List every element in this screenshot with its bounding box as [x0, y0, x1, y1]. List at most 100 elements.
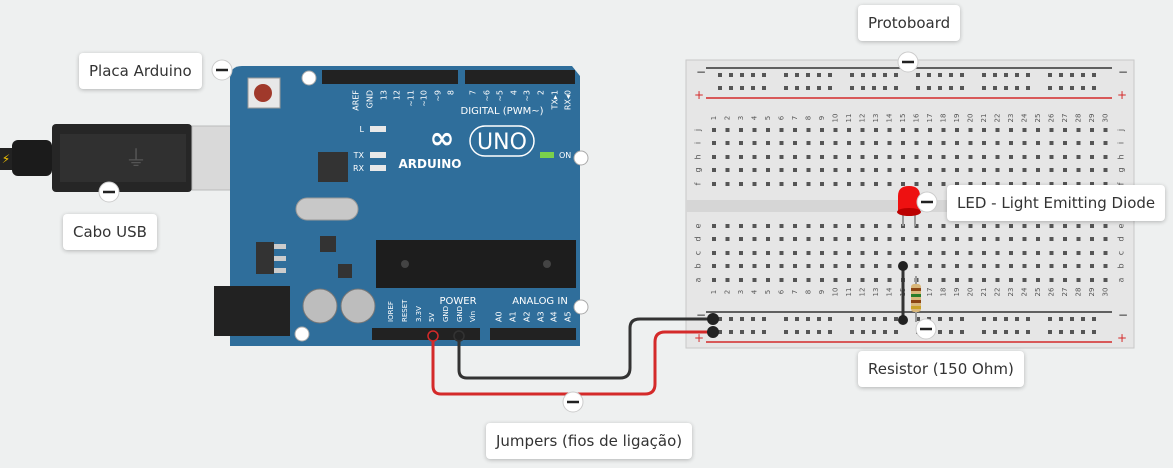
breadboard-hole[interactable]: [901, 168, 905, 172]
rail-hole[interactable]: [751, 73, 755, 77]
breadboard-hole[interactable]: [901, 128, 905, 132]
breadboard-hole[interactable]: [725, 128, 730, 132]
rail-hole[interactable]: [982, 73, 986, 77]
breadboard-hole[interactable]: [982, 251, 986, 255]
breadboard-hole[interactable]: [995, 224, 1000, 228]
breadboard-hole[interactable]: [725, 224, 730, 228]
breadboard-hole[interactable]: [914, 168, 919, 172]
breadboard-hole[interactable]: [1076, 224, 1081, 228]
breadboard-hole[interactable]: [1103, 224, 1108, 228]
breadboard-hole[interactable]: [793, 155, 797, 159]
breadboard-hole[interactable]: [793, 141, 797, 145]
breadboard-hole[interactable]: [955, 237, 959, 241]
breadboard-hole[interactable]: [1036, 141, 1040, 145]
rail-hole[interactable]: [982, 317, 986, 321]
breadboard-hole[interactable]: [1009, 278, 1013, 282]
breadboard-hole[interactable]: [928, 182, 932, 186]
breadboard-hole[interactable]: [860, 155, 865, 159]
breadboard-hole[interactable]: [968, 264, 973, 268]
breadboard-hole[interactable]: [1103, 168, 1108, 172]
breadboard-hole[interactable]: [712, 141, 716, 145]
breadboard-hole[interactable]: [752, 251, 757, 255]
breadboard-hole[interactable]: [955, 182, 959, 186]
rail-hole[interactable]: [1004, 86, 1008, 90]
breadboard-hole[interactable]: [847, 224, 851, 228]
rail-hole[interactable]: [762, 73, 766, 77]
rail-hole[interactable]: [1048, 73, 1052, 77]
breadboard-hole[interactable]: [1049, 168, 1054, 172]
breadboard-hole[interactable]: [928, 224, 932, 228]
breadboard-hole[interactable]: [1063, 141, 1067, 145]
rail-hole[interactable]: [740, 86, 744, 90]
breadboard-hole[interactable]: [712, 237, 716, 241]
breadboard-hole[interactable]: [820, 264, 824, 268]
rail-hole[interactable]: [1059, 330, 1063, 334]
rail-hole[interactable]: [938, 73, 942, 77]
rail-hole[interactable]: [861, 86, 865, 90]
rail-hole[interactable]: [1070, 86, 1074, 90]
breadboard-hole[interactable]: [1009, 141, 1013, 145]
breadboard-hole[interactable]: [793, 237, 797, 241]
breadboard-hole[interactable]: [1009, 224, 1013, 228]
callout-resistor[interactable]: Resistor (150 Ohm): [858, 351, 1024, 387]
breadboard-hole[interactable]: [820, 141, 824, 145]
rail-hole[interactable]: [894, 317, 898, 321]
rail-hole[interactable]: [894, 86, 898, 90]
rail-hole[interactable]: [883, 73, 887, 77]
rail-hole[interactable]: [1081, 330, 1085, 334]
breadboard-hole[interactable]: [1090, 224, 1094, 228]
breadboard-hole[interactable]: [712, 264, 716, 268]
rail-hole[interactable]: [795, 86, 799, 90]
breadboard-hole[interactable]: [968, 224, 973, 228]
breadboard-hole[interactable]: [779, 264, 784, 268]
rail-hole[interactable]: [817, 330, 821, 334]
rail-hole[interactable]: [949, 86, 953, 90]
breadboard-hole[interactable]: [833, 251, 838, 255]
breadboard-hole[interactable]: [1076, 251, 1081, 255]
breadboard-hole[interactable]: [887, 155, 892, 159]
jumper-wires[interactable]: [427, 261, 908, 396]
rail-hole[interactable]: [1081, 86, 1085, 90]
rail-hole[interactable]: [872, 330, 876, 334]
breadboard-hole[interactable]: [887, 224, 892, 228]
breadboard-hole[interactable]: [806, 264, 811, 268]
breadboard-hole[interactable]: [1009, 251, 1013, 255]
breadboard-hole[interactable]: [793, 128, 797, 132]
rail-hole[interactable]: [1092, 317, 1096, 321]
digital-header-left[interactable]: [322, 70, 458, 84]
breadboard-hole[interactable]: [766, 251, 770, 255]
rail-hole[interactable]: [916, 317, 920, 321]
breadboard-hole[interactable]: [1049, 237, 1054, 241]
breadboard-hole[interactable]: [901, 251, 905, 255]
breadboard-hole[interactable]: [914, 224, 919, 228]
breadboard-hole[interactable]: [1090, 278, 1094, 282]
breadboard-hole[interactable]: [860, 182, 865, 186]
breadboard-hole[interactable]: [725, 182, 730, 186]
breadboard-hole[interactable]: [1009, 264, 1013, 268]
breadboard-hole[interactable]: [1063, 264, 1067, 268]
breadboard-hole[interactable]: [793, 251, 797, 255]
breadboard-hole[interactable]: [847, 251, 851, 255]
breadboard-hole[interactable]: [860, 237, 865, 241]
breadboard-hole[interactable]: [847, 168, 851, 172]
analog-header[interactable]: [490, 328, 576, 340]
breadboard-hole[interactable]: [1076, 141, 1081, 145]
breadboard-hole[interactable]: [712, 128, 716, 132]
breadboard-hole[interactable]: [1103, 155, 1108, 159]
breadboard-hole[interactable]: [1036, 155, 1040, 159]
breadboard-hole[interactable]: [752, 168, 757, 172]
breadboard-hole[interactable]: [833, 278, 838, 282]
rail-hole[interactable]: [894, 73, 898, 77]
rail-hole[interactable]: [861, 317, 865, 321]
rail-hole[interactable]: [784, 317, 788, 321]
rail-hole[interactable]: [740, 73, 744, 77]
breadboard-hole[interactable]: [1103, 182, 1108, 186]
rail-hole[interactable]: [927, 73, 931, 77]
breadboard-hole[interactable]: [1063, 182, 1067, 186]
breadboard-hole[interactable]: [1103, 251, 1108, 255]
rail-hole[interactable]: [795, 73, 799, 77]
breadboard-hole[interactable]: [1103, 278, 1108, 282]
rail-hole[interactable]: [1026, 317, 1030, 321]
breadboard-hole[interactable]: [1049, 224, 1054, 228]
breadboard-hole[interactable]: [995, 155, 1000, 159]
